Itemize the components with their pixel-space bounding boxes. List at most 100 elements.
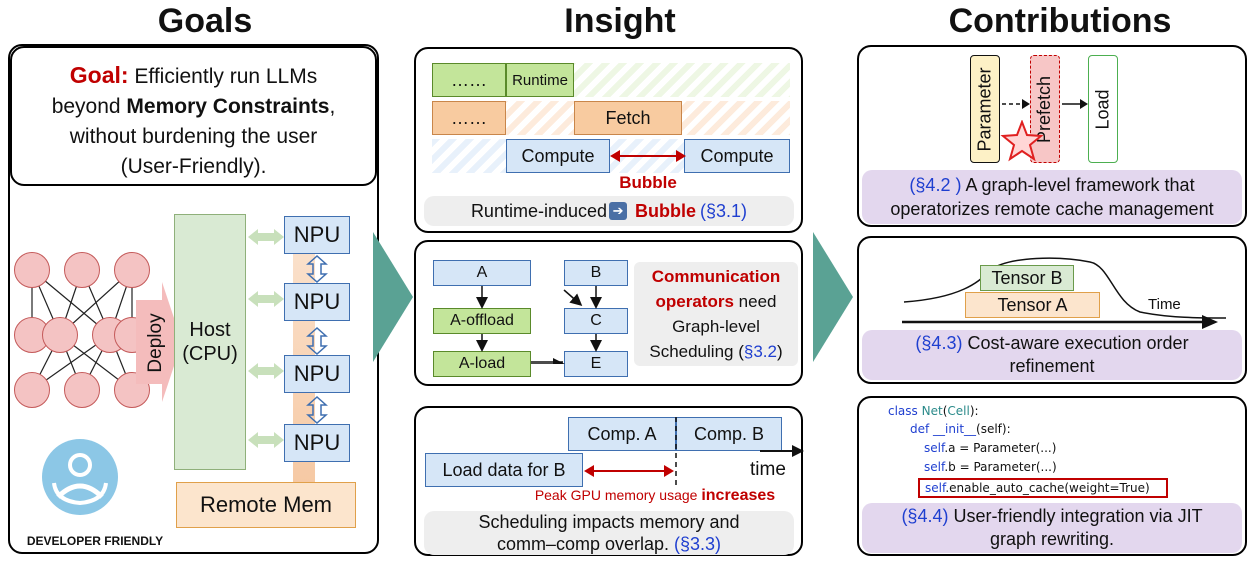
parameter-label: Parameter [974,66,995,152]
comp-a-block: Comp. A [568,417,676,451]
goal-label: Goal: [69,62,129,88]
caption-communication: Communication [651,267,781,286]
insight-1-caption: Runtime-induced ➔ Bubble (§3.1) [424,196,794,226]
graph-node-a: A [433,260,531,286]
prefetch-box: Prefetch [1030,55,1060,163]
host-cpu-box: Host (CPU) [174,214,246,470]
goal-text-line-1: Efficiently run LLMs [134,65,318,88]
graph-node-a-load-label: A-load [458,355,506,372]
caption-operatorizes: operatorizes remote cache management [890,199,1214,219]
tensor-b-label: Tensor B [991,267,1063,288]
compute-block: Compute [684,139,790,173]
graph-node-a-label: A [476,264,488,281]
insight-3-caption: Scheduling impacts memory and comm–comp … [424,511,794,555]
comp-b-label: Comp. B [693,423,765,444]
flow-arrow-icon [813,232,853,362]
npu-box: NPU [284,216,350,254]
caption-paren: ) [776,342,783,361]
bubble-arrow-icon [610,150,686,162]
caption-need: need [733,292,777,311]
caption-refinement: refinement [1009,356,1095,376]
caption-ref-3-2: §3.2 [743,342,777,361]
load-box: Load [1088,55,1118,163]
insight-2-caption: Communication operators need Graph-level… [634,262,798,366]
timeline-dots-label: …… [451,69,487,90]
caption-scheduling: Scheduling ( [649,342,744,361]
nn-node [114,252,150,288]
arrow-right-icon: ➔ [609,202,628,220]
code-line-5-highlight: self.enable_auto_cache(weight=True) [918,478,1168,498]
npu-link-arrows [306,254,328,425]
load-label: Load [1092,88,1113,130]
peak-memory-arrow-icon [584,465,674,477]
tensor-b-box: Tensor B [980,265,1074,291]
goal-text-memory: Memory Constraints [126,95,330,118]
caption-graph-rewriting: graph rewriting. [989,529,1115,549]
peak-memory-label: Peak GPU memory usage increases [510,487,800,505]
caption-ref-4-3: (§4.3) [915,333,963,353]
caption-cost-aware: Cost-aware execution order [962,333,1189,353]
remote-mem-label: Remote Mem [199,492,333,517]
npu-box: NPU [284,283,350,321]
runtime-block: Runtime [506,63,574,97]
caption-graph-framework: A graph-level framework that [961,175,1195,195]
time-axis-arrow [760,445,804,457]
code-line-4: self.b = Parameter(...) [924,460,1057,474]
runtime-label: Runtime [512,71,568,89]
goal-text-line-4: (User-Friendly). [120,155,267,178]
graph-node-b: B [564,260,628,286]
caption-scheduling-impacts: Scheduling impacts memory and [478,512,740,532]
compute-label: Compute [700,145,774,166]
graph-node-c-label: C [590,312,602,329]
graph-node-a-offload-label: A-offload [450,312,514,329]
developer-friendly-icon [42,439,118,515]
host-npu-connectors [248,229,284,448]
npu-box: NPU [284,424,350,462]
caption-ref-4-2: (§4.2 ) [909,175,962,195]
contributions-title: Contributions [948,2,1172,40]
tensor-a-box: Tensor A [965,292,1100,318]
caption-ref-4-4: (§4.4) [901,506,949,526]
load-b-label: Load data for B [442,459,566,480]
comp-b-block: Comp. B [676,417,782,451]
nn-node [42,317,78,353]
caption-graph-level: Graph-level [672,317,760,336]
timeline-dots: …… [432,101,506,135]
code-line-3: self.a = Parameter(...) [924,441,1057,455]
host-cpu-label: Host (CPU) [182,319,238,365]
code-line-2: def __init__(self): [910,422,1011,436]
contribution-3-caption: (§4.4) User-friendly integration via JIT… [862,503,1242,553]
load-b-block: Load data for B [425,453,583,487]
goal-text-line-2a: beyond [51,95,127,118]
code-line-1: class Net(Cell): [888,404,979,418]
time-label: time [750,459,786,480]
caption-operators: operators [655,292,734,311]
caption-runtime-induced: Runtime-induced [470,200,608,221]
goal-statement-box: Goal: Efficiently run LLMs beyond Memory… [10,46,377,186]
graph-edges [476,286,602,364]
fetch-label: Fetch [605,107,651,128]
contribution-2-caption: (§4.3) Cost-aware execution order refine… [862,330,1242,380]
caption-user-friendly: User-friendly integration via JIT [948,506,1203,526]
dashed-divider [675,417,677,485]
parameter-box: Parameter [970,55,1000,163]
peak-memory-increases: increases [701,487,776,504]
caption-comm-comp: comm–comp overlap. [496,534,675,554]
graph-node-e: E [564,351,628,377]
goal-text-line-2c: , [329,95,336,118]
caption-ref-3-1: (§3.1) [700,200,748,221]
star-icon [1000,120,1044,162]
insight-title: Insight [564,2,676,40]
graph-node-e-label: E [590,355,602,372]
caption-bubble: Bubble [635,200,697,221]
compute-block: Compute [506,139,610,173]
caption-ref-3-3: (§3.3) [674,534,722,554]
peak-memory-text: Peak GPU memory usage [534,487,702,503]
c2-time-label: Time [1148,296,1181,313]
fetch-block: Fetch [574,101,682,135]
time-axis-arrow [902,315,1218,329]
prefetch-flow-arrows [1002,99,1088,109]
timeline-dots-label: …… [451,107,487,128]
deploy-arrow-icon [136,282,182,402]
developer-friendly-label: DEVELOPER FRIENDLY [26,534,164,548]
